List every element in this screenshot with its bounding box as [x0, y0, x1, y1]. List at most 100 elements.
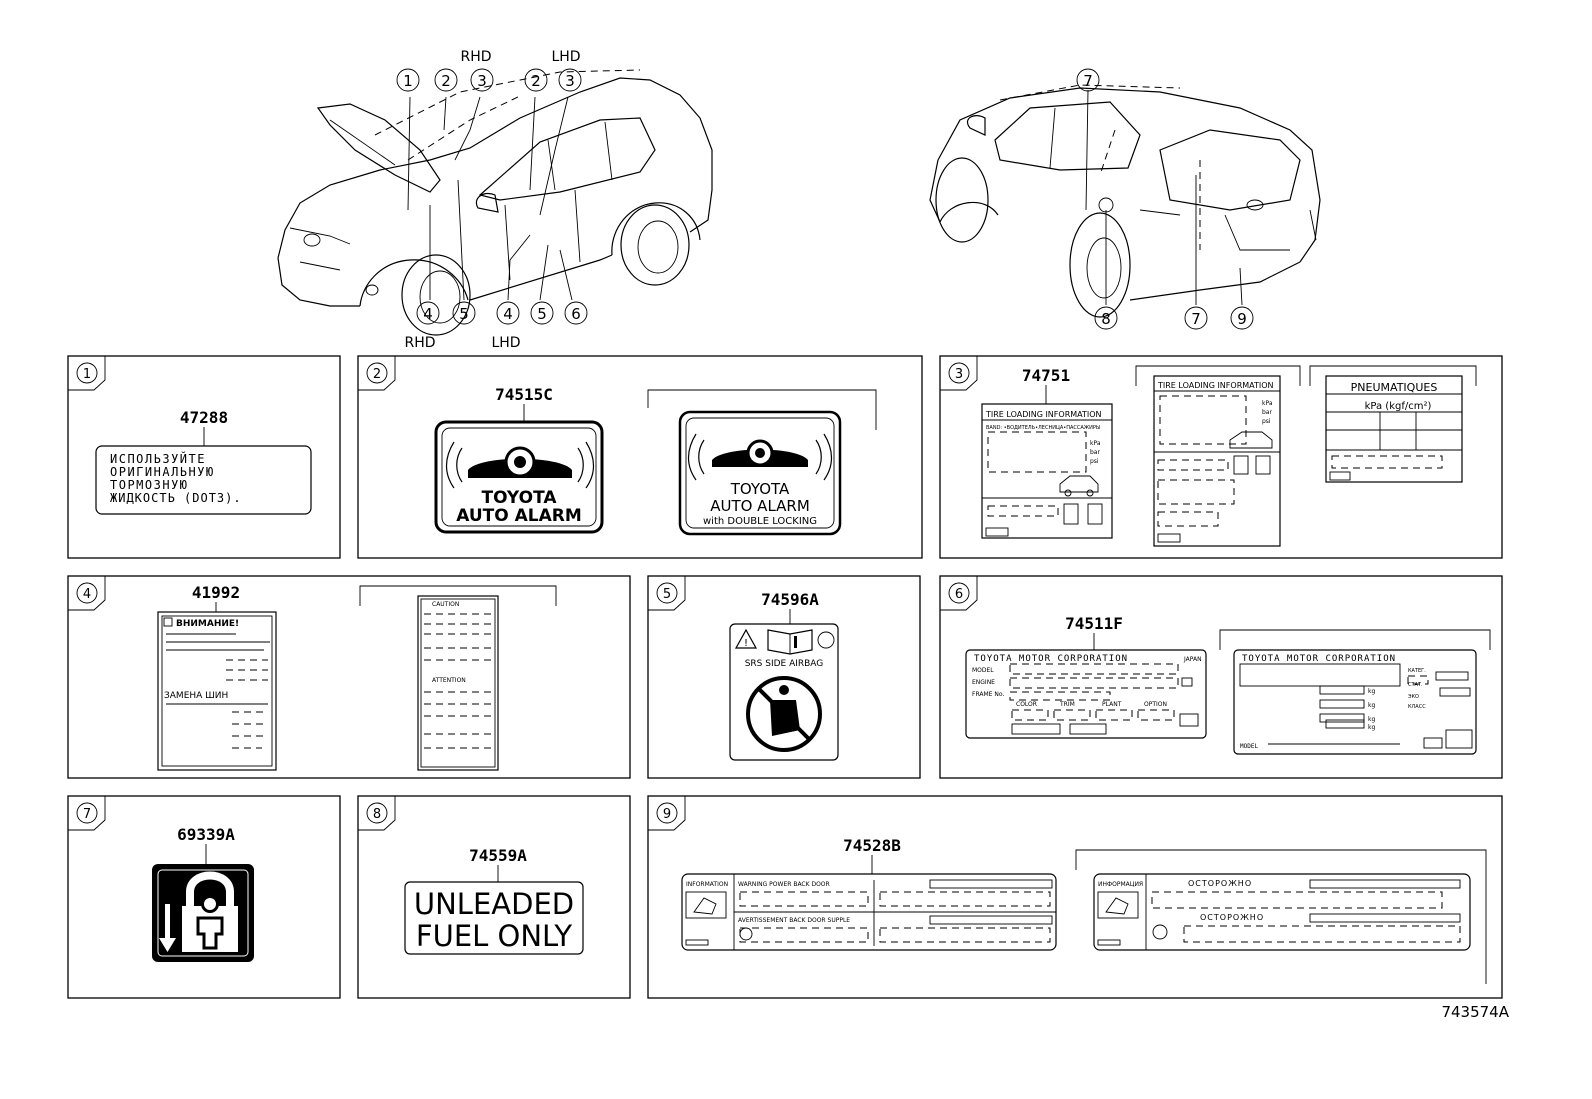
panel-number: 5	[663, 587, 671, 602]
callout-circle: 7	[1184, 306, 1208, 330]
manual-book-icon	[767, 629, 813, 655]
callout-circle: 6	[564, 301, 588, 325]
lhd-label-bottom: LHD	[491, 335, 520, 351]
callout-number: 3	[565, 72, 575, 90]
panel-number: 6	[955, 587, 963, 602]
row-label: FRAME No.	[972, 691, 1004, 698]
pressure-unit: kPa (kgf/cm²)	[1365, 401, 1432, 412]
brake-fluid-label: ИСПОЛЬЗУЙТЕ ОРИГИНАЛЬНУЮ ТОРМОЗНУЮ ЖИДКО…	[95, 445, 312, 515]
label-line: ТОРМОЗНУЮ	[110, 478, 189, 492]
part-number: 41992	[192, 583, 240, 602]
row-text: ОСТОРОЖНО	[1188, 879, 1252, 888]
callout-number: 7	[1191, 310, 1201, 328]
weight-unit: kg	[1368, 688, 1375, 695]
callout-number: 5	[537, 305, 547, 323]
part-number: 74528B	[843, 836, 901, 855]
callout-circle: 5	[452, 301, 476, 325]
panel-6: 6 74511F TOYOTA MOTOR CORPORATION JAPAN …	[939, 575, 1503, 779]
svg-text:!: !	[744, 638, 748, 649]
panel-8: 8 74559A UNLEADED FUEL ONLY	[357, 795, 631, 999]
col-label: TRIM	[1059, 701, 1075, 708]
back-door-warning-label-b: ИНФОРМАЦИЯ ОСТОРОЖНО ОСТОРОЖНО	[1093, 873, 1471, 951]
callout-number: 3	[477, 72, 487, 90]
label-title: TIRE LOADING INFORMATION	[985, 410, 1102, 419]
label-line: UNLEADED	[414, 887, 574, 921]
unit: bar	[1262, 409, 1272, 416]
down-arrow-icon	[159, 904, 176, 952]
lhd-label-top: LHD	[551, 49, 580, 65]
unleaded-fuel-label: UNLEADED FUEL ONLY	[404, 881, 584, 955]
panel-number: 9	[663, 807, 671, 822]
part-number: 74596A	[761, 590, 819, 609]
rhd-label-bottom: RHD	[404, 335, 435, 351]
callout-circle: 4	[496, 301, 520, 325]
left-header: ИНФОРМАЦИЯ	[1098, 881, 1143, 888]
front-vehicle-illustration	[277, 69, 713, 336]
part-number: 74559A	[469, 846, 527, 865]
part-number: 69339A	[177, 825, 235, 844]
panel-7: 7 69339A	[67, 795, 341, 999]
label-line: ОРИГИНАЛЬНУЮ	[110, 465, 215, 479]
callout-number: 2	[441, 72, 451, 90]
tire-warning-label-ru: ВНИМАНИЕ! ЗАМЕНА ШИН	[157, 611, 277, 771]
hand-press-icon	[685, 891, 727, 919]
row-text: ОСТОРОЖНО	[1200, 913, 1264, 922]
row-text: AVERTISSEMENT BACK DOOR SUPPLE	[738, 917, 850, 924]
panel-3: 3 74751 TIRE LOADING INFORMATION BAND: •…	[939, 355, 1503, 559]
row-label: MODEL	[972, 667, 994, 674]
callout-circle: 2	[524, 68, 548, 92]
label-title: TIRE LOADING INFORMATION	[1157, 381, 1274, 390]
callout-circle: 1	[396, 68, 420, 92]
row-label: ENGINE	[972, 679, 995, 686]
callout-circle: 2	[434, 68, 458, 92]
panel-number: 1	[83, 367, 91, 382]
tire-warning-label-en: CAUTION ATTENTION	[417, 595, 499, 771]
label-brand: TOYOTA	[730, 480, 790, 498]
callout-number: 5	[459, 305, 469, 323]
label-subtitle: BAND: •ВОДИТЕЛЬ•ЛЕСНИЦА•ПАССАЖИРЫ	[986, 425, 1100, 431]
unit: psi	[1090, 458, 1099, 465]
no-hand-icon	[739, 927, 753, 941]
callout-circle: 3	[470, 68, 494, 92]
car-alarm-icon	[445, 441, 595, 489]
no-child-seat-icon	[746, 676, 822, 752]
callout-number: 2	[531, 72, 541, 90]
callout-number: 7	[1083, 72, 1093, 90]
pneumatiques-label: PNEUMATIQUES kPa (kgf/cm²)	[1325, 375, 1463, 483]
child-figure-icon	[196, 895, 224, 950]
label-mid: ATTENTION	[432, 677, 466, 684]
label-header: ВНИМАНИЕ!	[176, 619, 239, 629]
unit: kPa	[1262, 400, 1273, 407]
car-alarm-icon	[687, 433, 833, 481]
row-text: WARNING POWER BACK DOOR	[738, 881, 830, 888]
callout-number: 8	[1101, 310, 1111, 328]
drawing-id: 743574A	[1441, 1003, 1509, 1021]
label-line: FUEL ONLY	[416, 919, 572, 953]
col-label: COLOR	[1016, 701, 1037, 708]
weight-unit: kg	[1368, 716, 1375, 723]
label-product: AUTO ALARM	[710, 497, 810, 515]
panel-4: 4 41992 ВНИМАНИЕ! ЗАМЕНА ШИН CAUTION ATT…	[67, 575, 631, 779]
callout-number: 9	[1237, 310, 1247, 328]
side-airbag-label: ! SRS SIDE AIRBAG	[729, 623, 839, 761]
maker: TOYOTA MOTOR CORPORATION	[1242, 654, 1396, 664]
col-label: PLANT	[1102, 701, 1122, 708]
side-label: КЛАСС	[1408, 704, 1426, 710]
hand-press-icon	[1097, 891, 1139, 919]
child-lock-label	[152, 864, 254, 962]
side-label: КАТЕГ.	[1408, 668, 1426, 674]
callout-circle: 8	[1094, 306, 1118, 330]
panel-number: 2	[373, 367, 381, 382]
label-line: ЖИДКОСТЬ (DOT3).	[110, 491, 242, 505]
part-number: 47288	[180, 408, 228, 427]
rhd-label-top: RHD	[460, 49, 491, 65]
rear-vehicle-illustration	[929, 84, 1321, 318]
callout-circle: 7	[1076, 68, 1100, 92]
panel-number: 8	[373, 807, 381, 822]
tire-loading-label-a: TIRE LOADING INFORMATION BAND: •ВОДИТЕЛЬ…	[981, 403, 1113, 539]
tire-loading-label-b: TIRE LOADING INFORMATION kPa bar psi	[1153, 375, 1281, 547]
callout-circle: 9	[1230, 306, 1254, 330]
panel-number: 3	[955, 367, 963, 382]
col-label: OPTION	[1144, 701, 1167, 708]
maker: TOYOTA MOTOR CORPORATION	[974, 654, 1128, 664]
